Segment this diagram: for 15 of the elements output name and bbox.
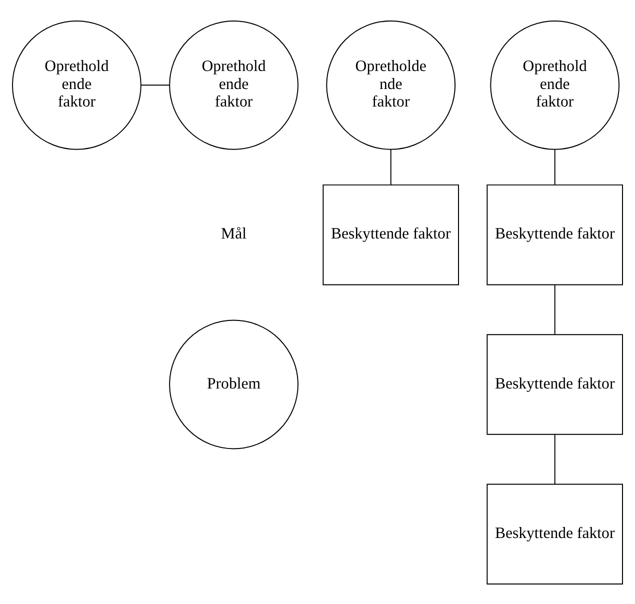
- connector: [140, 84, 170, 86]
- node-circle: Opretholde nde faktor: [326, 20, 456, 150]
- node-circle: Problem: [169, 319, 298, 449]
- connector: [554, 434, 556, 484]
- node-circle: Oprethold ende faktor: [12, 20, 142, 150]
- node-box: Beskyttende faktor: [486, 184, 623, 285]
- connector: [390, 148, 392, 185]
- connector: [554, 148, 556, 185]
- node-circle: Oprethold ende faktor: [169, 20, 298, 150]
- node-box: Beskyttende faktor: [322, 184, 460, 285]
- node-box: Beskyttende faktor: [486, 334, 623, 434]
- node-box: Beskyttende faktor: [486, 483, 623, 584]
- label: Mål: [221, 225, 247, 242]
- connector: [554, 284, 556, 335]
- node-circle: Oprethold ende faktor: [490, 20, 620, 150]
